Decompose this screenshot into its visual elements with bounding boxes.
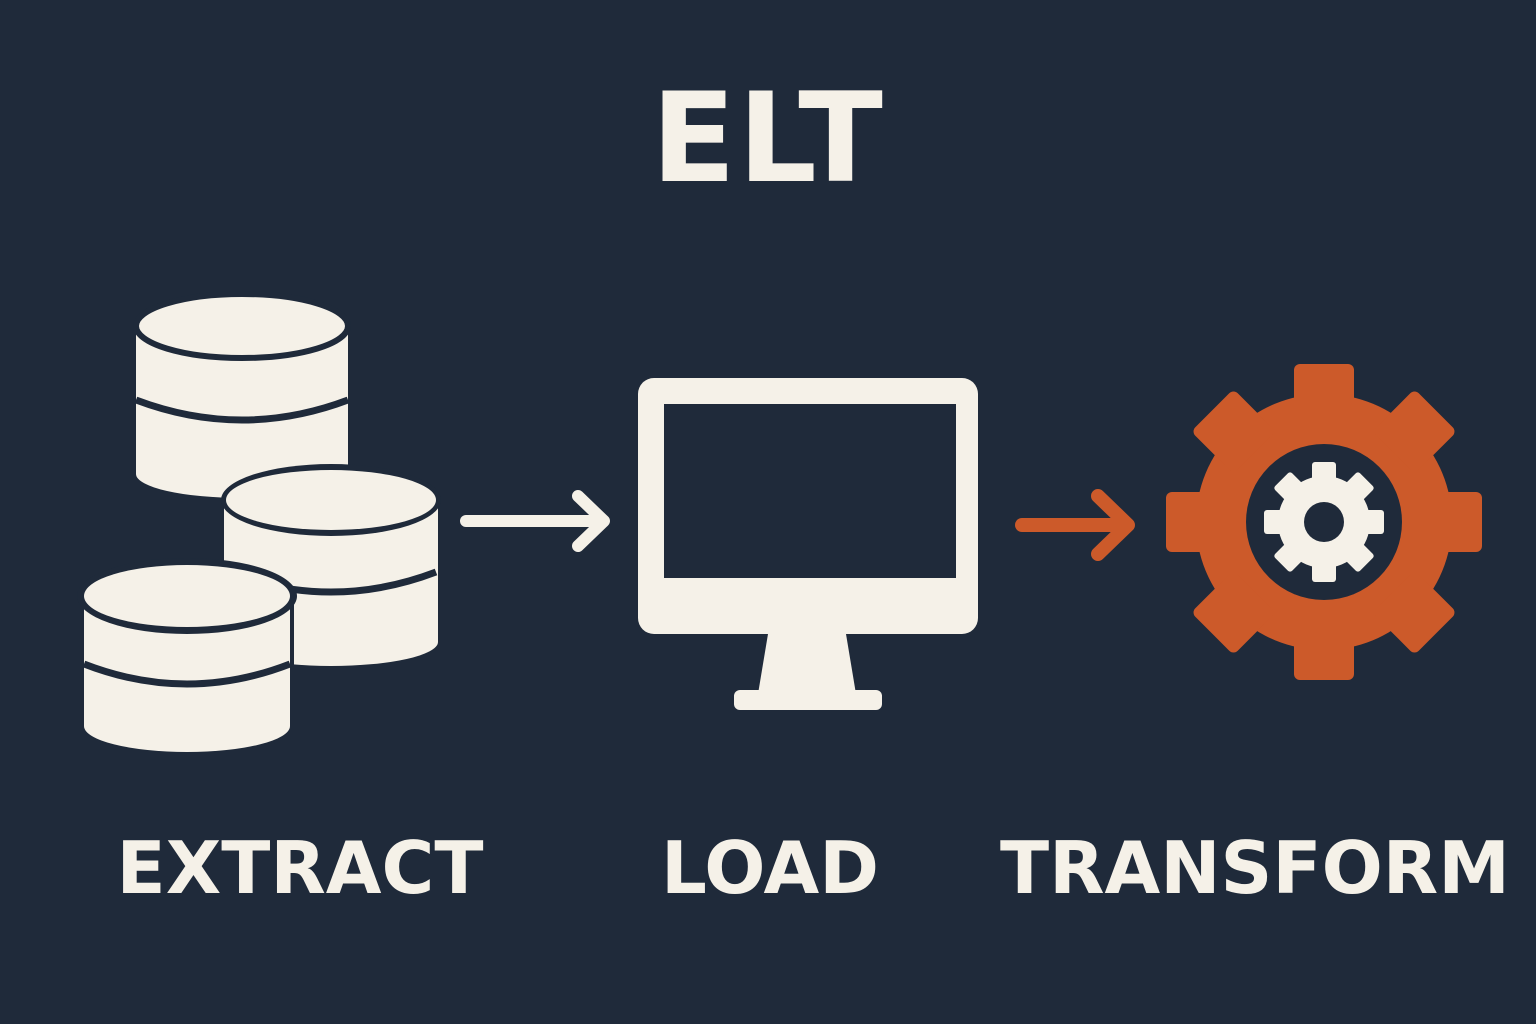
arrow-right-icon xyxy=(1015,489,1135,561)
database-stack-icon xyxy=(77,291,441,752)
arrow-right-icon xyxy=(460,490,610,552)
monitor-icon xyxy=(638,378,978,710)
step-label-load: LOAD xyxy=(660,826,880,910)
step-label-transform: TRANSFORM xyxy=(1000,826,1510,910)
database-cylinder-icon xyxy=(77,558,297,752)
step-label-extract: EXTRACT xyxy=(116,826,484,910)
gear-icon xyxy=(1166,364,1482,680)
diagram-title: ELT xyxy=(651,67,885,211)
database-cylinder-icon xyxy=(133,291,351,498)
